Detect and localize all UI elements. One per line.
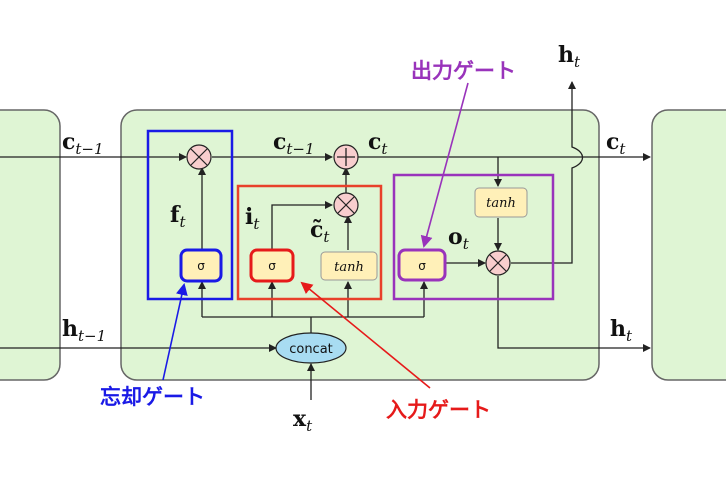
forget-sigma-label: σ bbox=[197, 259, 205, 273]
forget-gate-label: 忘却ゲート bbox=[100, 385, 205, 409]
c-prev-mid-label: ct−1 bbox=[273, 129, 315, 158]
concat-node bbox=[275, 332, 347, 364]
forget-gate-box bbox=[146, 129, 234, 301]
candidate-tanh-label: tanh bbox=[334, 260, 364, 275]
input-sigma-label: σ bbox=[268, 259, 276, 273]
candidate-tanh-box bbox=[320, 251, 378, 281]
c-t-out-label: ct bbox=[606, 129, 626, 158]
c-tilde-label: c̃t bbox=[310, 217, 330, 246]
output-sigma-label: σ bbox=[418, 259, 426, 273]
h-t-out-label: ht bbox=[610, 316, 633, 345]
concat-label: concat bbox=[289, 342, 333, 357]
cell-tanh-box bbox=[474, 187, 528, 218]
input-callout-arrow bbox=[300, 281, 431, 389]
i-t-label: it bbox=[245, 204, 260, 233]
h-prev-in-label: ht−1 bbox=[62, 316, 106, 345]
forget-multiply-node bbox=[186, 144, 212, 170]
forget-callout-arrow bbox=[162, 283, 188, 381]
add-node bbox=[333, 144, 359, 170]
lstm-cell bbox=[120, 109, 600, 381]
next-cell bbox=[651, 109, 726, 381]
input-multiply-node bbox=[333, 192, 359, 218]
cell-tanh-label: tanh bbox=[486, 196, 516, 211]
c-t-mid-label: ct bbox=[368, 129, 388, 158]
output-sigma-box bbox=[397, 248, 447, 282]
x-t-label: xt bbox=[293, 406, 313, 435]
output-multiply-node bbox=[485, 250, 511, 276]
output-gate-label: 出力ゲート bbox=[411, 59, 516, 83]
prev-cell bbox=[0, 109, 61, 381]
input-gate-label: 入力ゲート bbox=[386, 398, 491, 422]
input-gate-box bbox=[236, 184, 383, 301]
forget-sigma-box bbox=[179, 248, 223, 283]
h-t-top-label: ht bbox=[558, 42, 581, 71]
c-prev-in-label: ct−1 bbox=[62, 129, 104, 158]
f-t-label: ft bbox=[170, 202, 186, 231]
output-gate-box bbox=[392, 173, 555, 301]
o-t-label: ot bbox=[448, 224, 470, 253]
input-sigma-box bbox=[249, 248, 295, 283]
output-callout-arrow bbox=[420, 82, 469, 248]
